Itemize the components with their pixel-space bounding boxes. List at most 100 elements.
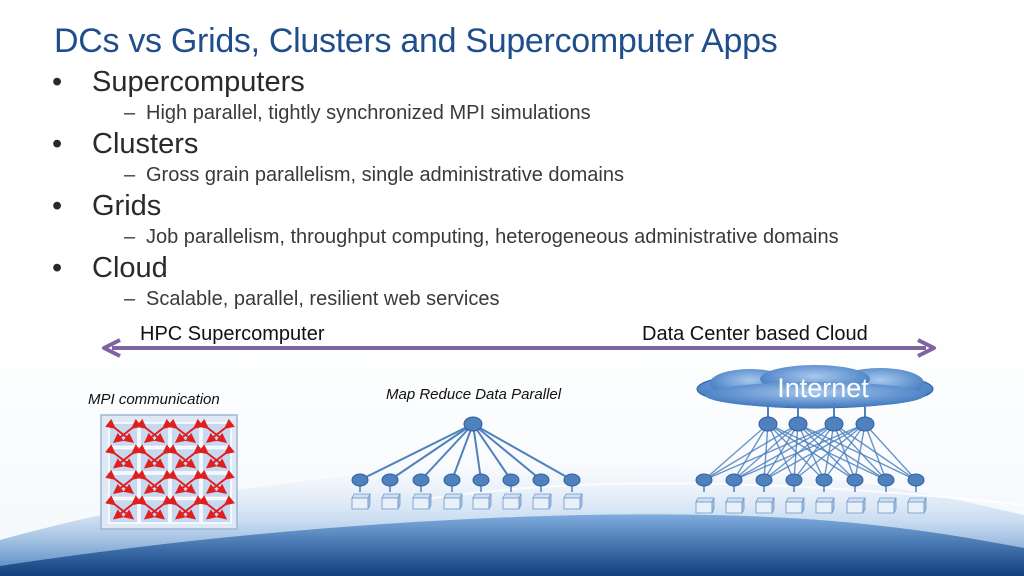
mpi-arrow xyxy=(112,495,142,520)
tree-link xyxy=(451,423,474,481)
node-icon xyxy=(877,473,895,487)
tree-link xyxy=(864,423,917,481)
tree-link xyxy=(864,423,887,481)
node-icon xyxy=(725,473,743,487)
sub-bullet-text: High parallel, tightly synchronized MPI … xyxy=(146,102,591,124)
mapreduce-caption: Map Reduce Data Parallel xyxy=(386,386,562,403)
mapreduce-tree-diagram xyxy=(351,416,583,510)
mpi-arrow xyxy=(174,495,204,520)
bullet-dot: • xyxy=(52,190,63,222)
sub-bullet-cloud: – Scalable, parallel, resilient web serv… xyxy=(52,284,1002,314)
tree-link xyxy=(472,423,482,481)
node-icon xyxy=(472,473,490,487)
bullet-label: Cloud xyxy=(92,252,168,284)
node-icon xyxy=(846,473,864,487)
tree-link xyxy=(389,423,474,481)
node-icon xyxy=(463,416,483,432)
server-icon xyxy=(502,493,522,510)
node-icon xyxy=(443,473,461,487)
mpi-arrow xyxy=(143,418,173,443)
mpi-arrow xyxy=(205,495,235,520)
mpi-arrow xyxy=(205,444,235,469)
tree-link xyxy=(797,423,856,481)
node-icon xyxy=(785,473,803,487)
bullet-dot: • xyxy=(52,252,63,284)
datacenter-cloud-diagram: Internet xyxy=(695,365,934,514)
node-icon xyxy=(532,473,550,487)
bullet-cloud: • Cloud xyxy=(52,252,1002,284)
tree-link xyxy=(472,423,573,481)
spectrum-left-label: HPC Supercomputer xyxy=(140,323,325,345)
server-icon xyxy=(907,497,927,514)
tree-link xyxy=(472,423,512,481)
tree-link xyxy=(472,423,542,481)
node-icon xyxy=(412,473,430,487)
node-icon xyxy=(502,473,520,487)
server-icon xyxy=(846,497,866,514)
tree-link xyxy=(703,423,799,481)
node-icon xyxy=(755,473,773,487)
mpi-arrow xyxy=(174,444,204,469)
sub-bullet-clusters: – Gross grain parallelism, single admini… xyxy=(52,160,1002,190)
sub-bullet-text: Job parallelism, throughput computing, h… xyxy=(146,226,839,248)
tree-link xyxy=(733,423,866,481)
tree-link xyxy=(823,423,866,481)
node-icon xyxy=(855,416,875,432)
server-icon xyxy=(381,493,401,510)
tree-link xyxy=(763,423,866,481)
bullet-dot: • xyxy=(52,128,63,160)
mpi-arrow xyxy=(143,444,173,469)
server-icon xyxy=(725,497,745,514)
bullet-list: • Supercomputers – High parallel, tightl… xyxy=(52,66,1002,314)
mpi-grid-diagram xyxy=(100,414,238,530)
sub-bullet-supercomputers: – High parallel, tightly synchronized MP… xyxy=(52,98,1002,128)
tree-link xyxy=(420,423,474,481)
internet-cloud-icon xyxy=(696,365,934,409)
node-icon xyxy=(788,416,808,432)
mpi-caption: MPI communication xyxy=(88,391,220,408)
mpi-arrow xyxy=(143,469,173,494)
sub-bullet-dash: – xyxy=(124,288,136,310)
node-icon xyxy=(381,473,399,487)
node-icon xyxy=(907,473,925,487)
node-icon xyxy=(824,416,844,432)
server-icon xyxy=(532,493,552,510)
server-icon xyxy=(472,493,492,510)
bullet-clusters: • Clusters xyxy=(52,128,1002,160)
mpi-arrow xyxy=(143,495,173,520)
tree-link xyxy=(703,423,835,481)
server-icon xyxy=(412,493,432,510)
bullet-label: Grids xyxy=(92,190,162,222)
mpi-arrow xyxy=(112,444,142,469)
mpi-arrow xyxy=(205,418,235,443)
bullet-dot: • xyxy=(52,66,63,98)
server-icon xyxy=(815,497,835,514)
tree-link xyxy=(797,423,825,481)
mpi-arrow xyxy=(174,418,204,443)
spectrum-right-label: Data Center based Cloud xyxy=(642,323,868,345)
tree-link xyxy=(733,423,799,481)
server-icon xyxy=(755,497,775,514)
sub-bullet-dash: – xyxy=(124,226,136,248)
server-icon xyxy=(443,493,463,510)
bullet-supercomputers: • Supercomputers xyxy=(52,66,1002,98)
node-icon xyxy=(758,416,778,432)
tree-link xyxy=(733,423,835,481)
node-icon xyxy=(563,473,581,487)
sub-bullet-dash: – xyxy=(124,102,136,124)
tree-link xyxy=(793,423,866,481)
node-icon xyxy=(351,473,369,487)
server-icon xyxy=(877,497,897,514)
tree-link xyxy=(793,423,799,481)
sub-bullet-text: Gross grain parallelism, single administ… xyxy=(146,164,624,186)
mpi-arrow xyxy=(112,469,142,494)
slide-title: DCs vs Grids, Clusters and Supercomputer… xyxy=(54,22,778,60)
bullet-label: Clusters xyxy=(92,128,199,160)
mpi-arrow xyxy=(205,469,235,494)
bullet-grids: • Grids xyxy=(52,190,1002,222)
mpi-arrow xyxy=(174,469,204,494)
server-icon xyxy=(695,497,715,514)
